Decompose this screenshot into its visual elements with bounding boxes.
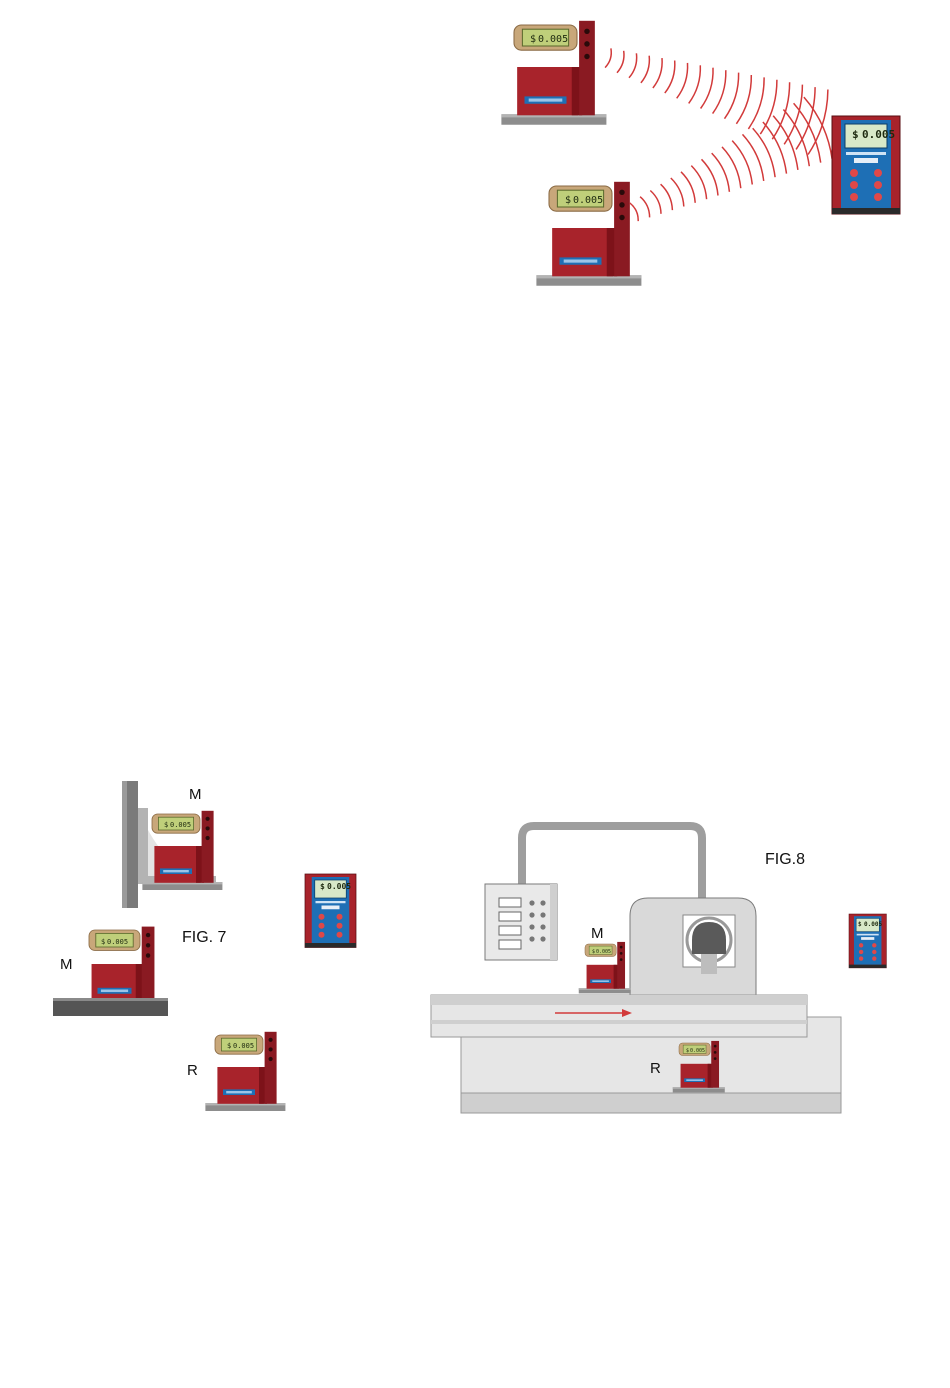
signal-arc: [743, 134, 764, 181]
remote-display-symbol: $: [852, 128, 859, 141]
control-cabinet: [485, 884, 557, 960]
label-r-fig8: R: [650, 1060, 661, 1077]
remote-display-fig8: $ 0.005: [849, 914, 886, 968]
wireless-signal-upper: [605, 48, 828, 154]
signal-arc: [605, 48, 611, 67]
signal-arc: [671, 178, 684, 207]
wireless-signal-lower: [630, 97, 832, 221]
remote-display-large: $ 0.005: [832, 116, 900, 214]
machine-head: [630, 898, 756, 996]
level-device-table: $ 0.005: [579, 942, 631, 993]
level-display-reading: 0.005: [690, 1048, 705, 1054]
level-device-upper: $ 0.005: [501, 21, 606, 125]
level-display-reading: 0.005: [170, 821, 191, 829]
signal-arc: [713, 70, 726, 113]
signal-arc: [722, 147, 741, 188]
signal-arc: [701, 68, 713, 109]
top-figure: $ 0.005 $ 0.005 $ 0.005: [501, 21, 900, 286]
signal-arc: [640, 197, 650, 218]
label-m-fig8: M: [591, 925, 604, 942]
level-device-lower: $ 0.005: [536, 182, 641, 286]
signal-arc: [760, 80, 777, 134]
signal-arc: [650, 191, 661, 214]
remote-display-reading: 0.005: [864, 921, 882, 928]
remote-display-symbol: $: [858, 921, 862, 928]
level-display-reading: 0.005: [107, 938, 128, 946]
fig-8-label: FIG.8: [765, 851, 805, 868]
signal-arc: [653, 58, 662, 88]
level-display-symbol: $: [227, 1042, 231, 1050]
signal-arc: [689, 65, 701, 103]
figure-7: $ 0.005 M $ 0.005 FIG. 7 $ 0.005 M $ 0.0…: [53, 781, 356, 1111]
signal-arc: [630, 203, 638, 221]
level-display-symbol: $: [592, 949, 595, 955]
remote-display-fig7: $ 0.005: [305, 874, 356, 948]
level-display-symbol: $: [164, 821, 168, 829]
signal-arc: [772, 82, 789, 139]
signal-arc: [641, 56, 649, 83]
level-display-reading: 0.005: [538, 34, 568, 45]
label-m-lower: M: [60, 956, 73, 973]
label-r: R: [187, 1062, 198, 1079]
signal-arc: [725, 73, 739, 119]
level-display-symbol: $: [686, 1048, 689, 1054]
label-m-upper: M: [189, 786, 202, 803]
level-display-symbol: $: [565, 195, 571, 206]
signal-arc: [617, 51, 624, 73]
signal-arc: [732, 141, 752, 185]
fig-7-label: FIG. 7: [182, 929, 227, 946]
signal-arc: [661, 184, 673, 210]
signal-arc: [712, 153, 730, 192]
remote-display-reading: 0.005: [862, 128, 895, 141]
signal-arc: [677, 63, 688, 98]
level-device-reference: $ 0.005: [205, 1032, 285, 1111]
level-display-symbol: $: [530, 34, 536, 45]
level-display-symbol: $: [101, 938, 105, 946]
remote-display-symbol: $: [320, 882, 325, 891]
signal-arc: [629, 53, 637, 78]
remote-display-reading: 0.005: [327, 882, 351, 891]
signal-arc: [665, 61, 675, 94]
signal-arc: [702, 159, 719, 195]
level-display-reading: 0.005: [596, 949, 611, 955]
signal-arc: [808, 90, 828, 155]
level-display-reading: 0.005: [233, 1042, 254, 1050]
figure-8: $ 0.005 M $ 0.005 R FIG.8 $ 0.005: [431, 826, 886, 1113]
level-display-reading: 0.005: [573, 195, 603, 206]
